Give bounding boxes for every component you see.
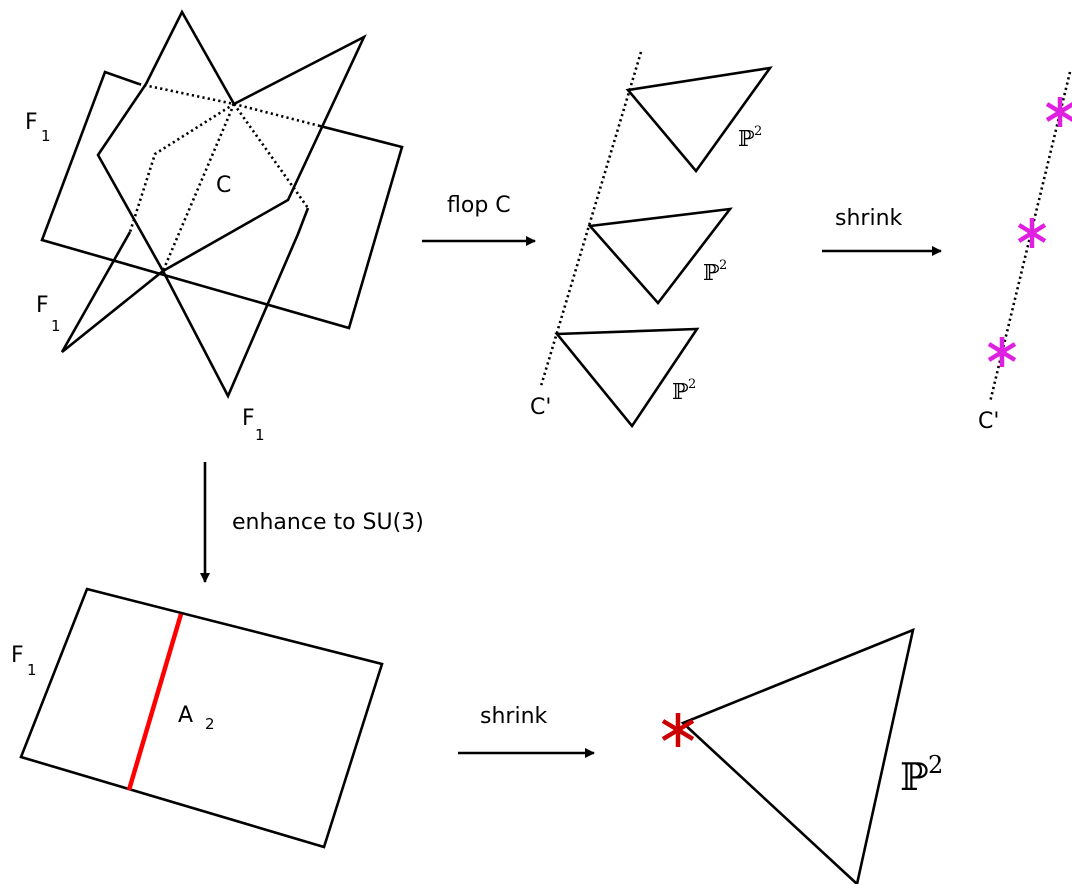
- svg-text:1: 1: [27, 661, 37, 679]
- svg-text:ℙ: ℙ: [900, 755, 929, 799]
- a2-curve: [126, 613, 184, 791]
- c-prime-label-right: C': [978, 409, 999, 434]
- p2-label-middle: ℙ 2: [703, 258, 727, 286]
- f1-plane-enhanced: [19, 587, 384, 849]
- magenta-point-bottom: [987, 337, 1017, 367]
- f1-label-bottom: F 1: [242, 406, 265, 444]
- enhance-arrow-label: enhance to SU(3): [232, 510, 424, 535]
- svg-text:ℙ: ℙ: [738, 127, 755, 152]
- f1-plane-horizontal: [40, 70, 404, 330]
- f1-label-lower: F 1: [11, 643, 37, 679]
- svg-text:2: 2: [928, 751, 943, 779]
- svg-text:ℙ: ℙ: [703, 261, 720, 286]
- svg-text:2: 2: [205, 715, 215, 733]
- svg-text:F: F: [36, 293, 49, 318]
- svg-text:1: 1: [255, 426, 265, 444]
- svg-text:2: 2: [754, 124, 762, 139]
- a2-label: A 2: [178, 703, 215, 733]
- c-prime-label-middle: C': [530, 395, 551, 420]
- svg-text:2: 2: [719, 258, 727, 273]
- curve-c: [161, 103, 236, 272]
- f1-label-top-left: F 1: [25, 110, 51, 145]
- c-prime-line: [539, 51, 643, 387]
- svg-text:1: 1: [51, 317, 61, 335]
- p2-triangle-middle: [587, 207, 733, 306]
- curve-c-label: C: [216, 173, 231, 198]
- svg-text:A: A: [178, 703, 193, 728]
- svg-text:1: 1: [41, 127, 51, 145]
- f1-plane-diamond: [144, 9, 236, 105]
- flop-arrow-label: flop C: [447, 193, 511, 218]
- red-point: [661, 713, 695, 747]
- p2-label-bottom: ℙ 2: [672, 377, 696, 405]
- p2-label-large: ℙ 2: [900, 751, 943, 799]
- shrink-arrow-bottom-label: shrink: [480, 704, 548, 729]
- svg-text:F: F: [11, 643, 24, 668]
- f1-plane-slanted: [60, 34, 367, 354]
- p2-triangle-bottom: [554, 327, 700, 429]
- svg-text:ℙ: ℙ: [672, 380, 689, 405]
- svg-text:2: 2: [688, 377, 696, 392]
- p2-triangle-large: [680, 627, 915, 884]
- magenta-point-middle: [1017, 218, 1047, 248]
- shrink-arrow-top-label: shrink: [835, 206, 903, 231]
- svg-text:F: F: [242, 406, 255, 431]
- p2-label-top: ℙ 2: [738, 124, 762, 152]
- intersecting-surfaces: [40, 9, 404, 400]
- svg-text:F: F: [25, 110, 38, 135]
- f1-label-mid-left: F 1: [36, 293, 61, 335]
- magenta-point-top: [1045, 97, 1072, 127]
- p2-triangle-top: [625, 66, 773, 174]
